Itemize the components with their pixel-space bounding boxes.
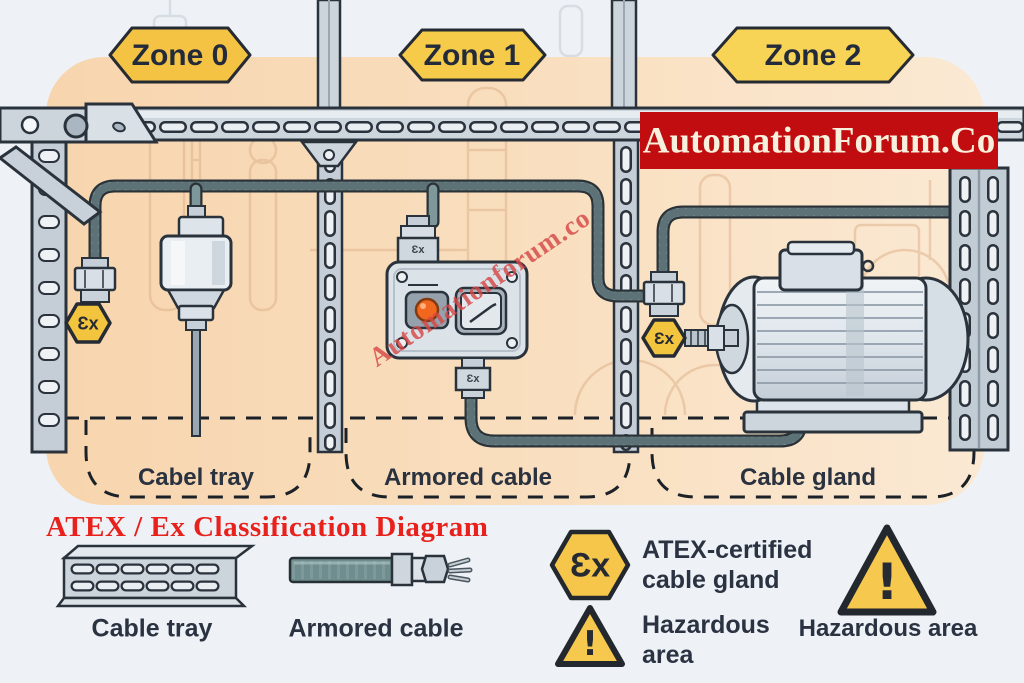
ex-symbol-legend: Ɛx (569, 546, 611, 585)
legend-ex-hexagon-icon (549, 529, 631, 601)
legend-cable-tray-label: Cable tray (91, 614, 213, 643)
legend-warning-triangle-large-icon (837, 524, 937, 616)
legend-armored-cable-icon (288, 552, 473, 587)
brand-banner (640, 112, 998, 169)
legend-atex-gland-label-line2: cable gland (642, 566, 780, 594)
zone1-region-label: Armored cable (383, 464, 553, 491)
atex-cable-gland-motor (641, 271, 687, 358)
zone-0-badge-label: Zone 0 (131, 39, 229, 72)
zone-2-badge-label: Zone 2 (764, 39, 862, 72)
ex-control-box (385, 215, 529, 399)
legend-atex-gland-label-line1: ATEX-certified (642, 536, 813, 564)
legend-hazardous-label-line2: area (642, 641, 694, 669)
warning-exclamation-small: ! (582, 624, 598, 664)
armored-cable-main-run (88, 179, 657, 303)
legend-warning-triangle-small-icon (555, 605, 625, 667)
gland-mark-top: Ɛx (411, 244, 425, 256)
legend-hazardous-area-label: Hazardous area (798, 615, 978, 642)
ex-symbol-motor: Ɛx (653, 329, 675, 348)
ex-motor (684, 240, 970, 434)
zone0-region-label: Cabel tray (137, 464, 255, 491)
legend-hazardous-label-line1: Hazardous (642, 611, 770, 639)
zone-badges (108, 26, 915, 84)
zone2-region-label: Cable gland (739, 464, 877, 491)
ex-symbol-zone0: Ɛx (77, 313, 99, 334)
armored-cable-motor-top (656, 205, 975, 289)
zone-1-badge-label: Zone 1 (423, 39, 521, 72)
brand-banner-text: AutomationForum.Co (642, 120, 996, 162)
level-transmitter (159, 205, 233, 437)
warning-exclamation-large: ! (875, 553, 899, 611)
atex-cable-gland-left (64, 257, 117, 344)
left-wall-bracket (0, 102, 159, 226)
legend-armored-cable-label: Armored cable (288, 614, 464, 643)
legend-cable-tray-icon (55, 544, 256, 608)
diagram-title: ATEX / Ex Classification Diagram (46, 511, 489, 543)
gland-mark-bottom: Ɛx (466, 373, 480, 385)
